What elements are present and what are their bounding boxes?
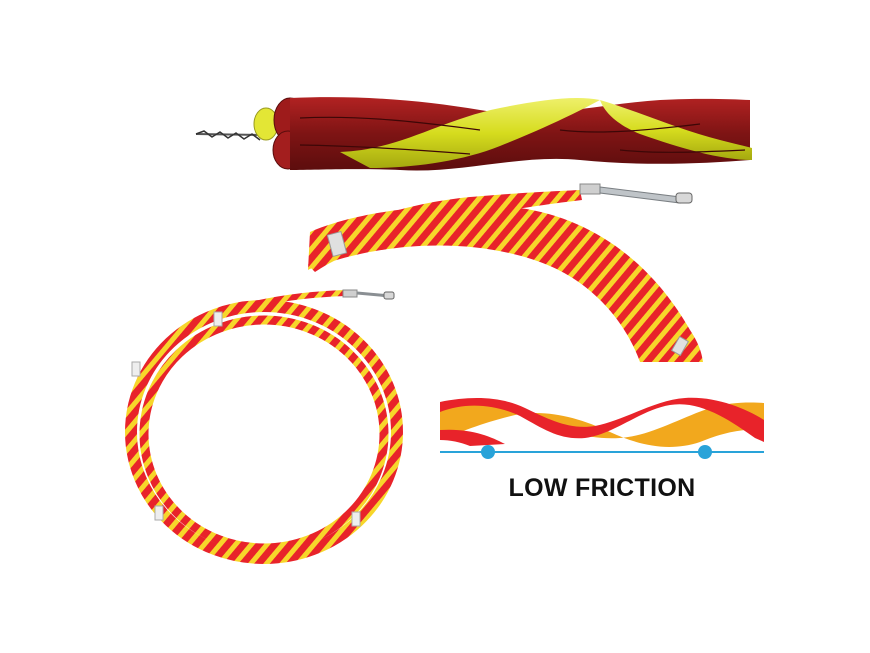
clip (131, 361, 141, 377)
clip (351, 511, 361, 527)
red-strand-diagram (440, 429, 505, 446)
clip (326, 230, 348, 258)
inner-wire (195, 133, 266, 136)
ferrule (579, 183, 601, 195)
twisted-cable-closeup (195, 97, 752, 171)
steel-wire-tip (599, 186, 681, 204)
clip (213, 311, 223, 327)
coil-arc-closeup (308, 183, 703, 362)
coil-outer (125, 300, 403, 564)
low-friction-caption: LOW FRICTION (508, 474, 696, 502)
strand-seams (299, 116, 746, 155)
contact-point (481, 445, 495, 459)
yellow-strand-twist (600, 100, 752, 160)
full-coil (125, 289, 403, 564)
low-friction-diagram (440, 397, 764, 459)
eyelet-tip (383, 291, 395, 300)
contact-point (698, 445, 712, 459)
clip (154, 505, 164, 521)
yellow-strand-diagram (440, 402, 764, 447)
rope-arc-main (308, 205, 703, 362)
wire-strand (195, 130, 261, 141)
coil-inner (139, 315, 389, 553)
clip (670, 335, 690, 357)
yellow-strand-twist (340, 97, 600, 168)
ferrule (342, 289, 358, 298)
coil-lead (249, 290, 346, 308)
eyelet-tip (675, 192, 693, 204)
red-strand-diagram (440, 397, 764, 442)
